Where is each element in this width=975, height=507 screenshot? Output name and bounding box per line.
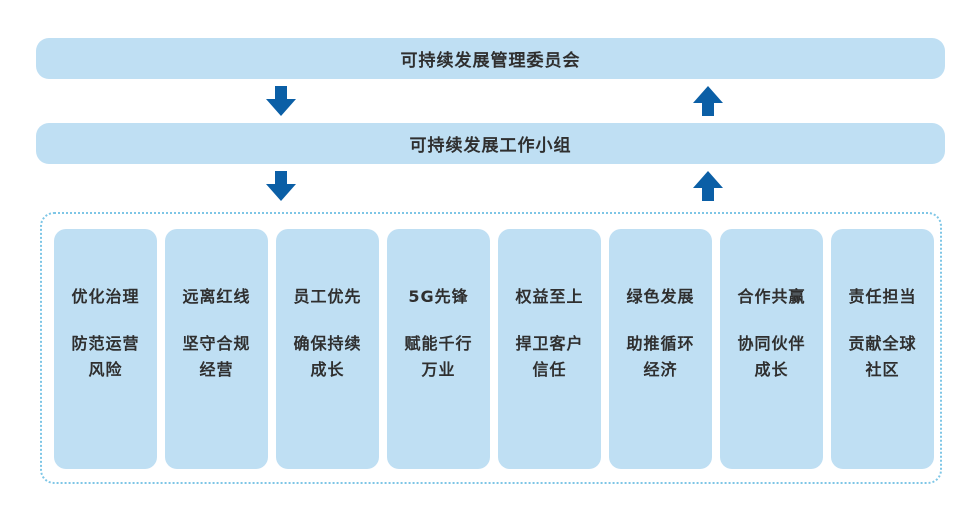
pillar-description: 助推循环经济 (626, 334, 695, 379)
pillar-description: 捍卫客户信任 (515, 334, 584, 379)
pillar-title: 权益至上 (515, 287, 584, 306)
management-committee-label: 可持续发展管理委员会 (400, 51, 581, 71)
pillar-title: 5G先锋 (408, 287, 469, 306)
pillar-card: 员工优先 确保持续成长 (276, 229, 379, 469)
pillars-container (40, 212, 942, 484)
pillar-description: 防范运营风险 (71, 334, 140, 379)
pillar-card: 优化治理 防范运营风险 (54, 229, 157, 469)
pillar-title: 绿色发展 (626, 287, 695, 306)
pillar-description: 确保持续成长 (293, 334, 362, 379)
pillar-description: 坚守合规经营 (182, 334, 251, 379)
pillar-description: 协同伙伴成长 (737, 334, 806, 379)
pillar-description: 赋能千行万业 (404, 334, 473, 379)
pillar-card: 绿色发展 助推循环经济 (609, 229, 712, 469)
arrow-up-icon (691, 169, 725, 203)
pillar-card: 责任担当 贡献全球社区 (831, 229, 934, 469)
arrow-down-icon (264, 84, 298, 118)
pillar-title: 合作共赢 (737, 287, 806, 306)
working-group-bar: 可持续发展工作小组 (36, 123, 945, 164)
pillar-title: 员工优先 (293, 287, 362, 306)
arrow-down-icon (264, 169, 298, 203)
pillar-title: 优化治理 (71, 287, 140, 306)
pillar-title: 远离红线 (182, 287, 251, 306)
pillar-card: 远离红线 坚守合规经营 (165, 229, 268, 469)
pillar-card: 合作共赢 协同伙伴成长 (720, 229, 823, 469)
arrow-up-icon (691, 84, 725, 118)
pillar-title: 责任担当 (848, 287, 917, 306)
pillar-description: 贡献全球社区 (848, 334, 917, 379)
management-committee-bar: 可持续发展管理委员会 (36, 38, 945, 79)
pillar-card: 权益至上 捍卫客户信任 (498, 229, 601, 469)
pillar-card: 5G先锋 赋能千行万业 (387, 229, 490, 469)
working-group-label: 可持续发展工作小组 (409, 136, 572, 156)
